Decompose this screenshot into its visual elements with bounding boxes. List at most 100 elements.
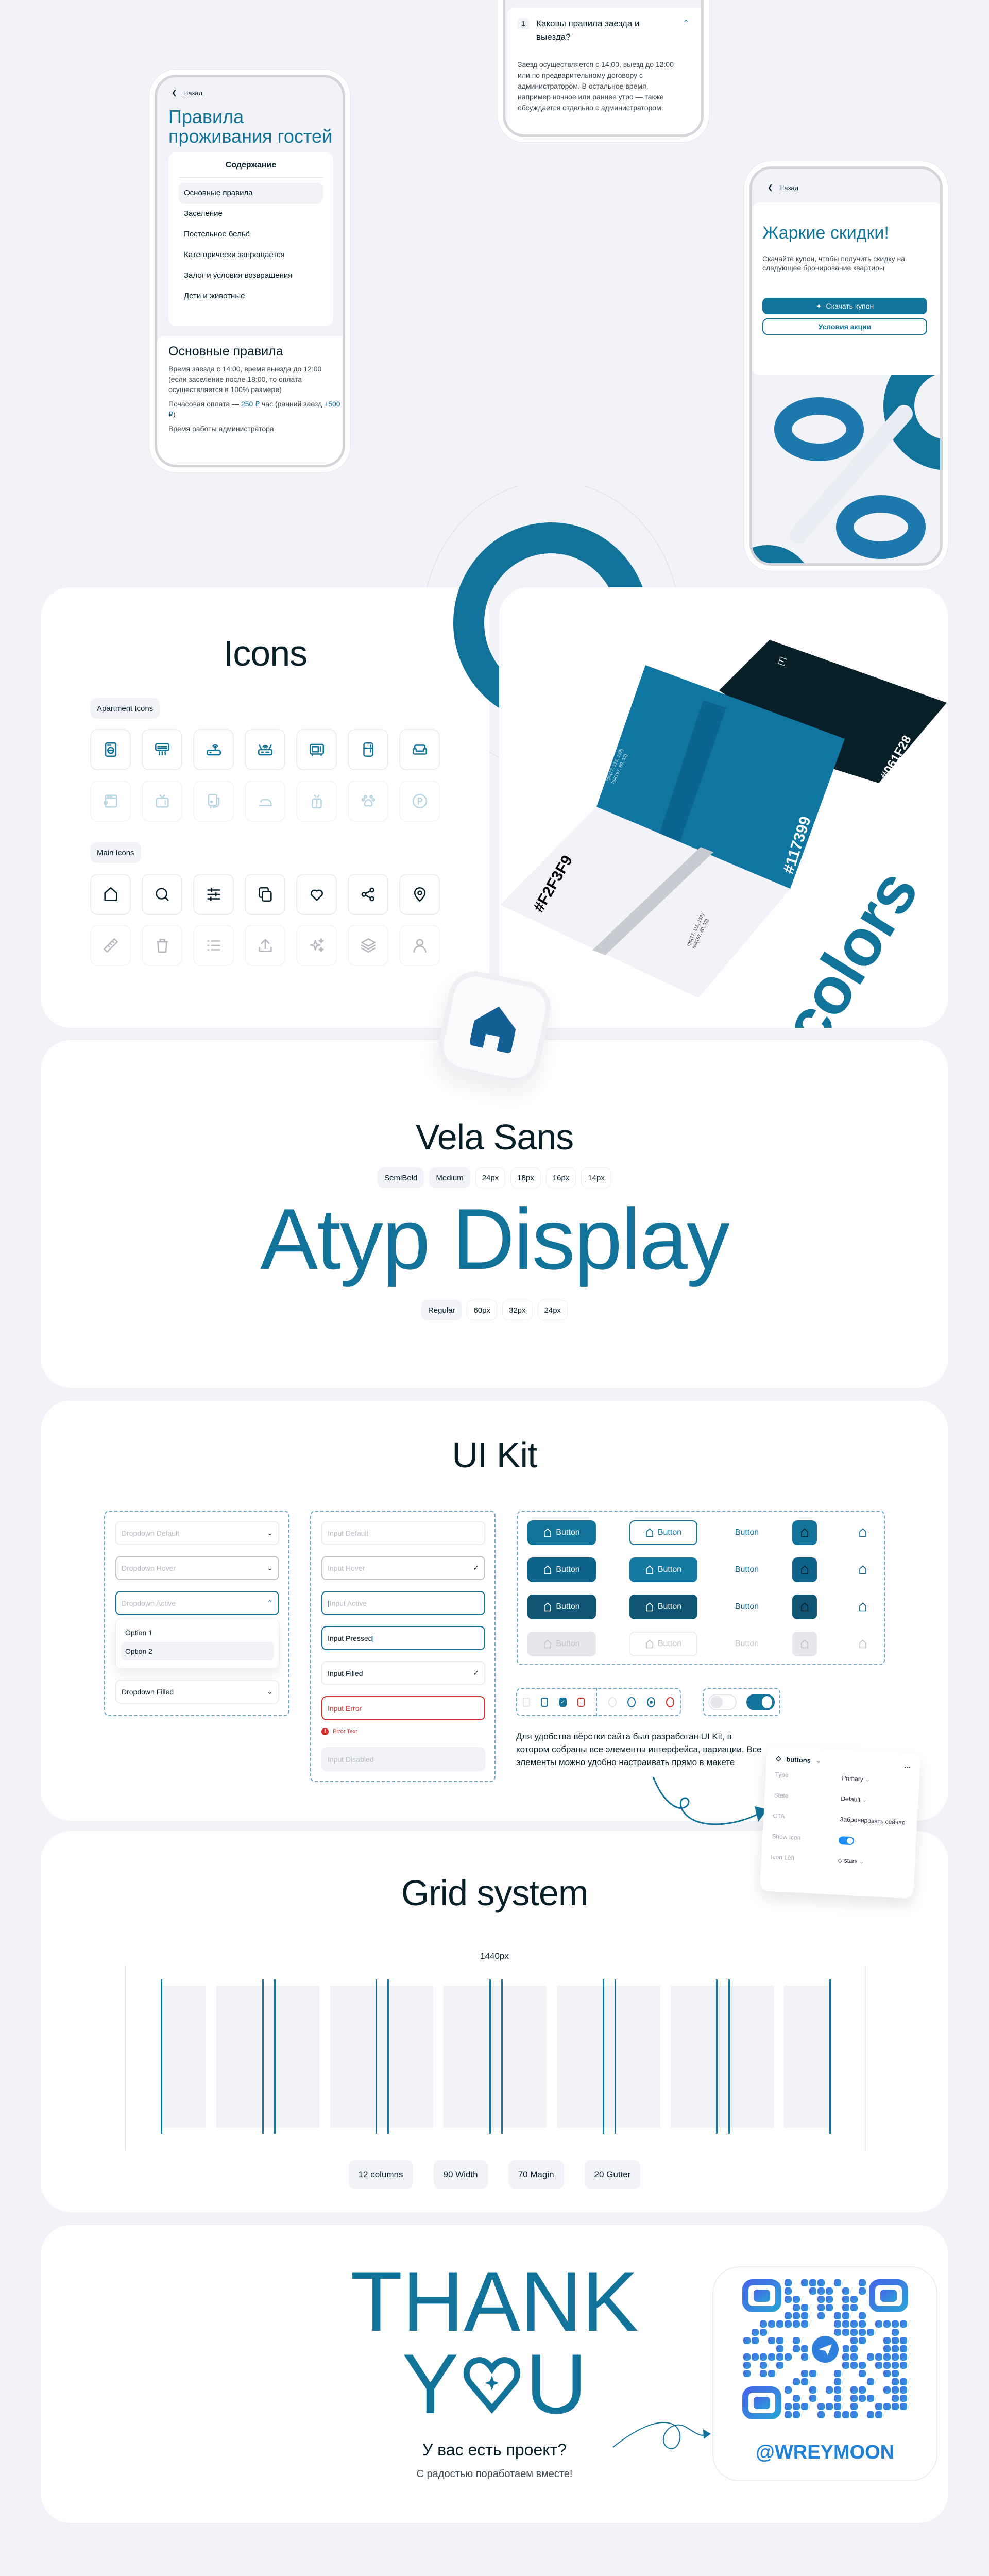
icon-button[interactable] xyxy=(792,1632,817,1656)
icon-button[interactable] xyxy=(792,1520,817,1545)
dropdown-hover[interactable]: Dropdown Hover⌄ xyxy=(115,1556,279,1580)
input-active[interactable]: |Input Active xyxy=(321,1591,485,1615)
qr-module xyxy=(776,2320,783,2328)
home-icon-button[interactable] xyxy=(852,1595,873,1619)
gift-icon[interactable] xyxy=(296,781,337,822)
button[interactable]: Button xyxy=(527,1557,596,1582)
trash-icon[interactable] xyxy=(142,925,182,966)
phone-promo-mockup: ❮Назад Жаркие скидки! Скачайте купон, чт… xyxy=(744,161,948,571)
button[interactable]: Button xyxy=(527,1595,596,1619)
dishwasher-icon[interactable] xyxy=(90,781,131,822)
telegram-qr-code[interactable] xyxy=(742,2279,908,2419)
back-link[interactable]: ❮Назад xyxy=(172,89,203,97)
user-icon[interactable] xyxy=(399,925,440,966)
button[interactable]: Button xyxy=(527,1520,596,1545)
toc-item[interactable]: Категорически запрещается xyxy=(184,250,285,259)
icon-button[interactable] xyxy=(792,1557,817,1582)
promo-terms-button[interactable]: Условия акции xyxy=(762,318,927,335)
sliders-icon[interactable] xyxy=(193,874,234,915)
text-button[interactable]: Button xyxy=(735,1639,759,1648)
share-icon[interactable] xyxy=(348,874,388,915)
input-error[interactable]: Input Error xyxy=(321,1696,485,1720)
button[interactable]: Button xyxy=(629,1557,697,1582)
button[interactable]: Button xyxy=(629,1520,697,1545)
dropdown-option-selected[interactable]: Option 2 xyxy=(121,1642,274,1660)
input-pressed[interactable]: Input Pressed| xyxy=(321,1626,485,1650)
main-icons-label: Main Icons xyxy=(90,842,141,863)
home-icon[interactable] xyxy=(90,874,131,915)
apartment-icons-label: Apartment Icons xyxy=(90,698,160,719)
qr-card[interactable]: @WREYMOON xyxy=(713,2267,936,2480)
qr-module xyxy=(793,2403,800,2410)
text-button[interactable]: Button xyxy=(735,1565,759,1574)
dropdown-active[interactable]: Dropdown Active⌃ xyxy=(115,1591,279,1615)
sofa-icon[interactable] xyxy=(399,729,440,770)
home-icon-button[interactable] xyxy=(852,1632,873,1656)
panel-row-label: Show Icon xyxy=(772,1833,801,1842)
toggle-off[interactable] xyxy=(708,1693,737,1710)
upload-icon[interactable] xyxy=(245,925,285,966)
toggle-on[interactable] xyxy=(746,1693,775,1710)
list-icon[interactable] xyxy=(193,925,234,966)
radio-hover[interactable] xyxy=(627,1697,636,1707)
chevron-up-icon[interactable]: ⌃ xyxy=(683,19,690,28)
checkbox-default[interactable] xyxy=(522,1697,530,1707)
boiler-icon[interactable] xyxy=(193,781,234,822)
font-atyp-display-sample: Atyp Display xyxy=(260,1191,730,1287)
toc-item[interactable]: Дети и животные xyxy=(184,292,245,300)
router-icon[interactable] xyxy=(193,729,234,770)
washer-icon[interactable] xyxy=(90,729,131,770)
toc-item[interactable]: Постельное бельё xyxy=(184,230,250,239)
input-default[interactable]: Input Default xyxy=(321,1521,485,1545)
search-icon[interactable] xyxy=(142,874,182,915)
checkbox-checked[interactable]: ✓ xyxy=(559,1697,567,1707)
radio-default[interactable] xyxy=(608,1697,617,1707)
home-icon-button[interactable] xyxy=(852,1557,873,1582)
faq-item[interactable]: 1 Каковы правила заезда и выезда? ⌃ Заез… xyxy=(507,8,701,134)
toc-item[interactable]: Заселение xyxy=(184,209,223,218)
dropdown-option[interactable]: Option 1 xyxy=(125,1629,152,1637)
layers-icon[interactable] xyxy=(348,925,388,966)
back-link[interactable]: ❮Назад xyxy=(768,183,799,192)
qr-module xyxy=(883,2353,891,2361)
radio-checked[interactable] xyxy=(646,1697,655,1707)
download-coupon-button[interactable]: ✦Скачать купон xyxy=(762,298,927,314)
fridge-icon[interactable] xyxy=(348,729,388,770)
dropdown-default[interactable]: Dropdown Default⌄ xyxy=(115,1521,279,1545)
sparkles-icon[interactable] xyxy=(296,925,337,966)
icon-button[interactable] xyxy=(792,1595,817,1619)
button[interactable]: Button xyxy=(527,1632,596,1656)
input-filled[interactable]: Input Filled✓ xyxy=(321,1661,485,1685)
grid-guide-line xyxy=(387,1979,389,2134)
wifi-router-icon[interactable] xyxy=(245,729,285,770)
telegram-handle[interactable]: @WREYMOON xyxy=(755,2442,895,2463)
qr-module xyxy=(850,2304,858,2311)
checkbox-hover[interactable] xyxy=(541,1697,549,1707)
home-icon-button[interactable] xyxy=(852,1520,873,1545)
radio-error[interactable] xyxy=(666,1697,675,1707)
font-vela-sans-sample: Vela Sans xyxy=(415,1117,574,1157)
ruler-icon[interactable] xyxy=(90,925,131,966)
curved-arrow xyxy=(612,2422,711,2449)
dropdown-filled[interactable]: Dropdown Filled⌄ xyxy=(115,1680,279,1704)
paw-icon[interactable] xyxy=(348,781,388,822)
parking-icon[interactable] xyxy=(399,781,440,822)
input-hover[interactable]: Input Hover✓ xyxy=(321,1556,485,1580)
checkbox-error[interactable] xyxy=(577,1697,585,1707)
text-button[interactable]: Button xyxy=(735,1602,759,1611)
microwave-icon[interactable] xyxy=(296,729,337,770)
toc-item[interactable]: Залог и условия возвращения xyxy=(184,271,293,280)
grid-guide-line xyxy=(274,1979,276,2134)
button[interactable]: Button xyxy=(629,1632,697,1656)
air-conditioner-icon[interactable] xyxy=(142,729,182,770)
grid-spec-chip: 90 Width xyxy=(433,2160,488,2189)
tv-icon[interactable] xyxy=(142,781,182,822)
text-button[interactable]: Button xyxy=(735,1528,759,1537)
copy-icon[interactable] xyxy=(245,874,285,915)
button[interactable]: Button xyxy=(629,1595,697,1619)
check-icon: ✓ xyxy=(473,1564,479,1572)
heart-icon[interactable] xyxy=(296,874,337,915)
toc-item[interactable]: Основные правила xyxy=(179,183,323,204)
map-pin-icon[interactable] xyxy=(399,874,440,915)
iron-icon[interactable] xyxy=(245,781,285,822)
